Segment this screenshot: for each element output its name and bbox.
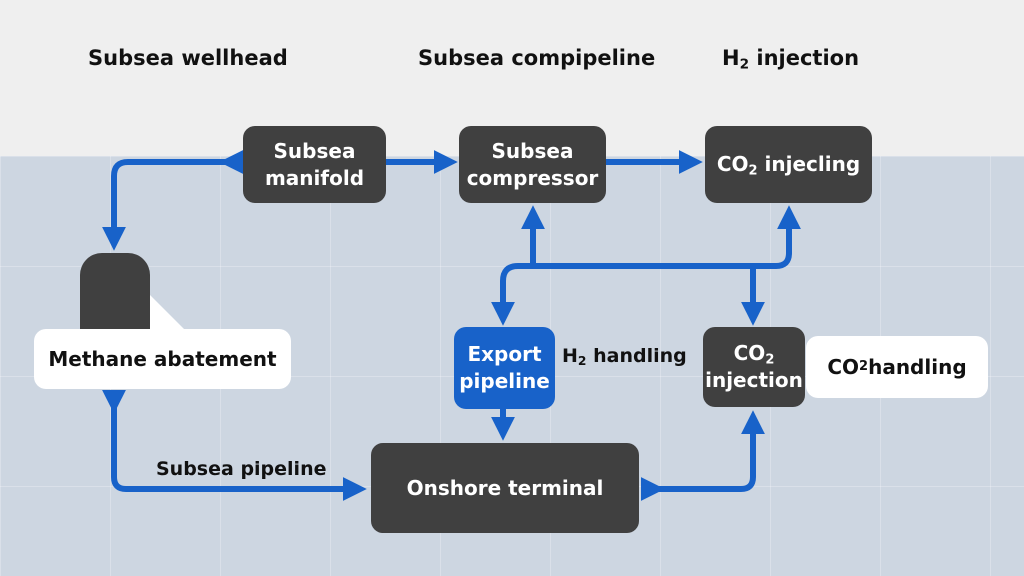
connector-bus-export: [491, 263, 533, 326]
co2-injection-line2: injection: [705, 368, 803, 392]
co2-injecling-rest: injecling: [757, 152, 861, 176]
co2-injecling-pre: CO: [716, 152, 749, 176]
label-subsea-pipeline: Subsea pipeline: [156, 458, 327, 480]
h2-handling-rest: handling: [586, 345, 687, 367]
connector-wellhead-manifold: [102, 150, 244, 251]
callout-methane-abatement: Methane abatement: [34, 329, 291, 389]
header-subsea-compipeline: Subsea compipeline: [418, 46, 656, 70]
methane-abatement-text: Methane abatement: [48, 347, 277, 371]
h2-handling-sub: 2: [577, 354, 587, 369]
node-co2-injecling[interactable]: CO2 injecling: [705, 126, 872, 203]
header-subsea-wellhead: Subsea wellhead: [88, 46, 288, 70]
onshore-terminal-text: Onshore terminal: [406, 475, 604, 500]
connector-bus-co2injecling: [518, 205, 801, 269]
manifold-line1: Subsea: [273, 138, 356, 163]
compressor-line1: Subsea: [491, 138, 574, 163]
export-line2: pipeline: [459, 369, 550, 393]
co2-handling-rest: handling: [868, 355, 967, 379]
compressor-line2: compressor: [466, 165, 599, 190]
node-co2-injecling-text: CO2 injecling: [717, 151, 860, 178]
manifold-line2: manifold: [264, 165, 365, 190]
node-export-pipeline-text: Export pipeline: [459, 341, 550, 395]
h2-handling-pre: H: [562, 345, 578, 367]
connector-methane-onshore: [102, 389, 367, 501]
co2-injection-pre: CO: [733, 341, 766, 365]
node-export-pipeline[interactable]: Export pipeline: [454, 327, 555, 409]
co2-handling-pre: CO: [827, 355, 860, 379]
header-h2-sub: 2: [739, 56, 750, 73]
co2-injection-sub: 2: [765, 352, 775, 368]
header-h2-rest: injection: [749, 46, 860, 70]
export-line1: Export: [467, 342, 542, 366]
header-h2-injection: H2 injection: [722, 46, 860, 73]
co2-injecling-sub: 2: [748, 163, 758, 179]
node-onshore-terminal[interactable]: Onshore terminal: [371, 443, 639, 533]
connector-onshore-co2injection: [640, 410, 765, 501]
header-h2-pre: H: [722, 46, 740, 70]
label-h2-handling: H2 handling: [562, 345, 687, 367]
